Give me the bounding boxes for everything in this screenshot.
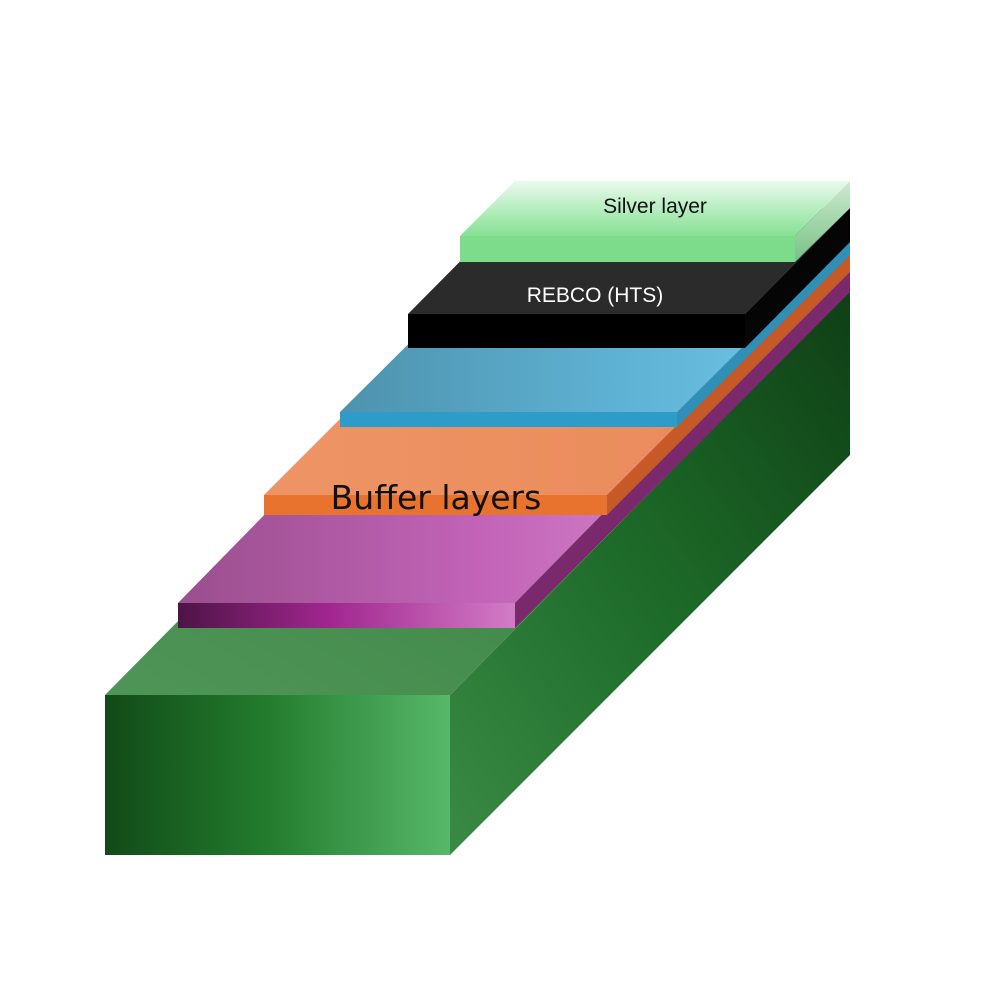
substrate-front-face bbox=[105, 695, 450, 855]
silver-top-face bbox=[460, 181, 850, 236]
buffer-layers-label: Buffer layers bbox=[331, 478, 542, 517]
silver-front-face bbox=[460, 236, 795, 262]
silver-layer-label: Silver layer bbox=[603, 195, 707, 218]
silver-side-face bbox=[795, 181, 850, 262]
buffer-top-side-face bbox=[677, 240, 850, 427]
buffer-middle-front-face bbox=[264, 495, 607, 515]
silver-layer bbox=[460, 181, 850, 262]
buffer-top-front-face bbox=[340, 412, 677, 427]
rebco-layer-label: REBCO (HTS) bbox=[527, 284, 664, 307]
buffer-bottom-front-face bbox=[178, 603, 515, 628]
buffer-middle-side-face bbox=[607, 252, 850, 515]
rebco-front-face bbox=[408, 314, 745, 348]
rebco-side-face bbox=[745, 208, 850, 348]
substrate-side-face bbox=[450, 290, 850, 855]
